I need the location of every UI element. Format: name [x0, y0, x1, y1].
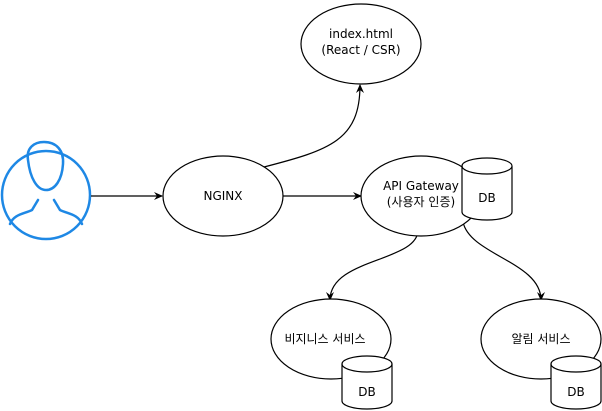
node-nginx: NGINX: [162, 155, 284, 237]
notification-db-label: DB: [567, 385, 584, 399]
notification-db-cylinder: DB: [550, 355, 602, 410]
edge-gateway-to-notification: [462, 221, 545, 301]
gateway-db-label: DB: [478, 191, 495, 205]
node-api-gateway: API Gateway (사용자 인증): [360, 155, 482, 237]
api-gateway-label-line-1: API Gateway: [383, 179, 459, 193]
api-gateway-label-line-2: (사용자 인증): [387, 195, 455, 209]
user-icon: [0, 140, 92, 241]
notification-service-label: 알림 서비스: [511, 332, 570, 346]
edge-nginx-to-index: [263, 84, 364, 168]
node-index-html: index.html (React / CSR): [300, 3, 422, 85]
business-service-label: 비지니스 서비스: [284, 332, 365, 346]
nginx-label: NGINX: [203, 189, 242, 203]
edge-gateway-to-business: [326, 229, 419, 301]
business-db-label: DB: [358, 385, 375, 399]
gateway-db-cylinder: DB: [461, 157, 513, 221]
business-db-cylinder: DB: [341, 355, 393, 410]
index-html-label-line-1: index.html: [329, 27, 393, 41]
edges: [91, 84, 545, 301]
index-html-label-line-2: (React / CSR): [321, 43, 400, 57]
